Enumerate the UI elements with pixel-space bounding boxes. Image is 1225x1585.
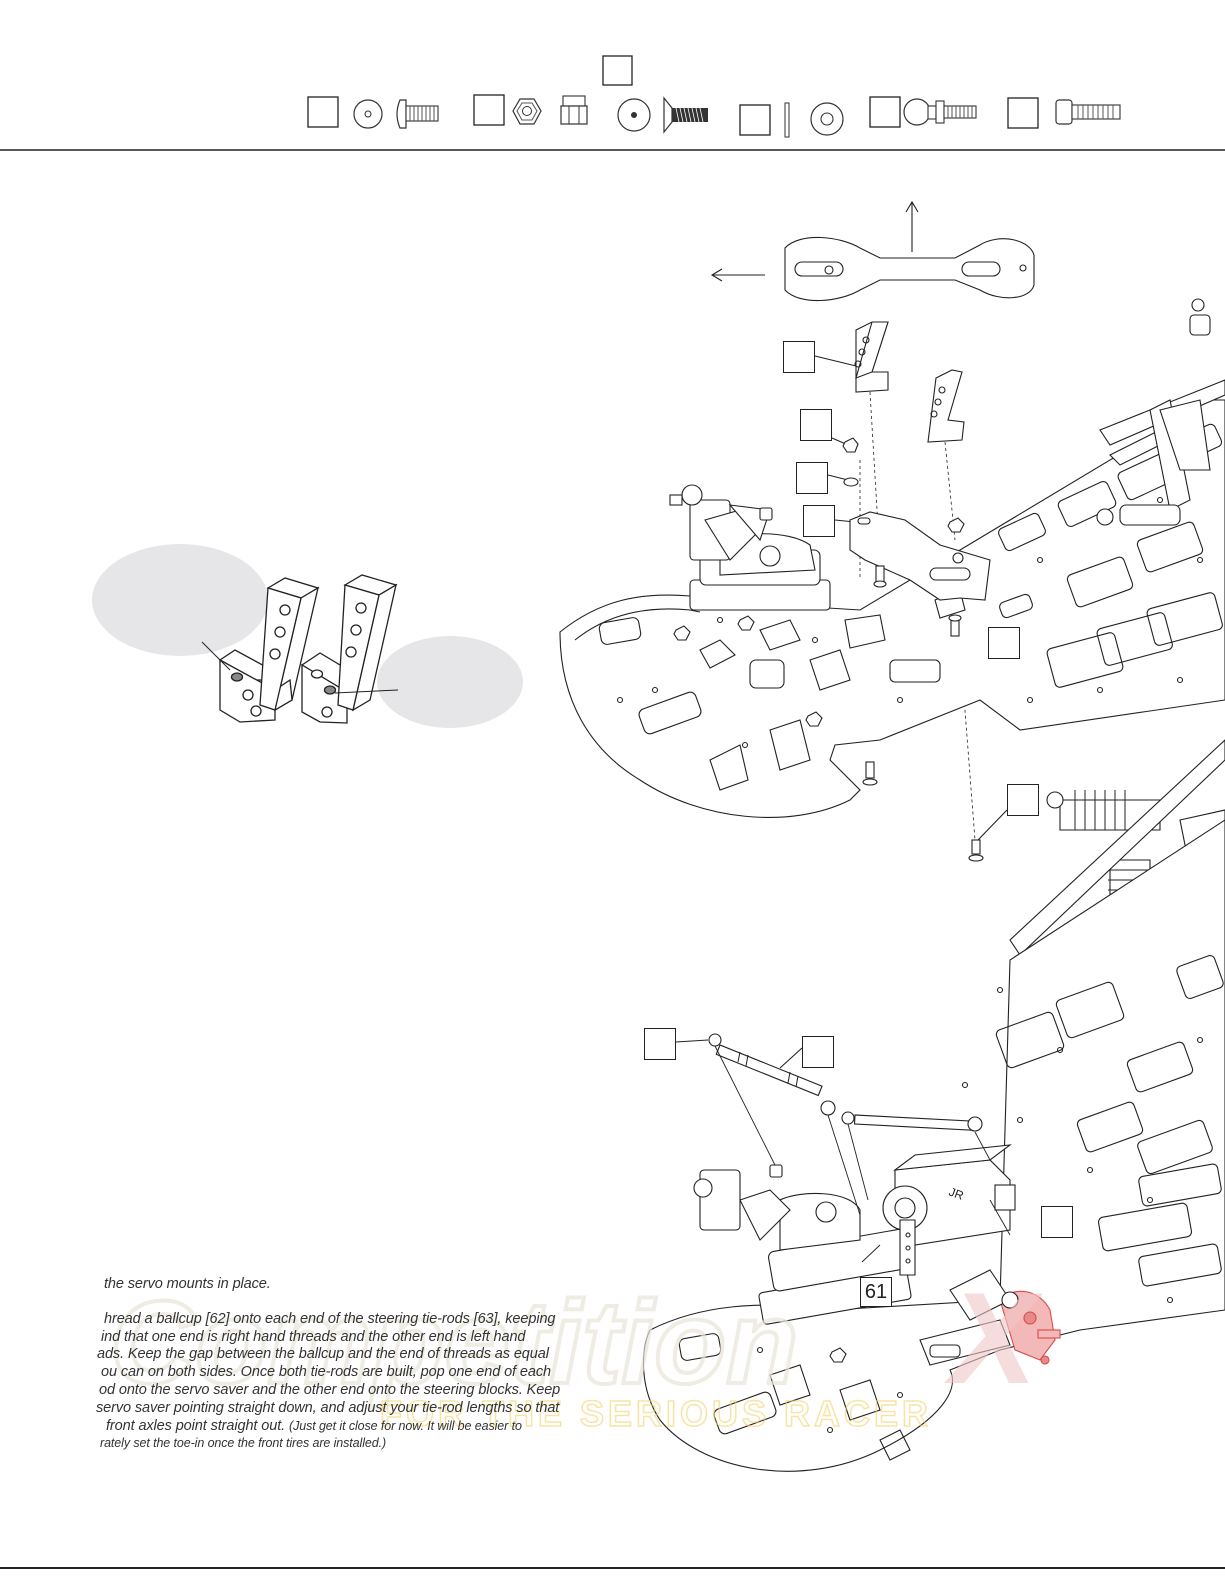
- right-suspension-upper: [1096, 298, 1225, 526]
- callout-box-washer: [796, 462, 828, 494]
- washer-icon: [353, 99, 383, 129]
- flange-nut-icon: [560, 95, 588, 125]
- button-head-screw-icon: [396, 99, 439, 129]
- washer-icon: [810, 102, 844, 136]
- detail-bubble-right: [377, 636, 523, 728]
- instruction-line: the servo mounts in place.: [104, 1276, 271, 1292]
- ball-stud-icon: [903, 98, 977, 126]
- arrow-up-icon: [905, 200, 919, 252]
- servo-mount-right: [927, 369, 965, 443]
- callout-box-tie-rod: [802, 1036, 834, 1068]
- servo-mount-left: [854, 321, 889, 393]
- callout-box-ball-stud: [1041, 1206, 1073, 1238]
- callout-box-ballcup: [644, 1028, 676, 1060]
- instruction-line-note: (Just get it close for now. It will be e…: [289, 1418, 522, 1433]
- detail-leader-left: [201, 641, 231, 671]
- instruction-text: the servo mounts in place. hread a ballc…: [96, 1276, 616, 1453]
- parts-bar-drawing: [0, 55, 1225, 151]
- right-front-suspension: [919, 1269, 1019, 1366]
- instruction-line: ou can on both sides. Once both tie-rods…: [101, 1364, 551, 1381]
- tie-rod-leaders: [714, 1045, 1011, 1263]
- instruction-line: rately set the toe-in once the front tir…: [100, 1436, 387, 1451]
- countersunk-screw-icon: [663, 96, 708, 134]
- servo-mount-detail-left: [218, 577, 320, 723]
- part-qty-box-3: [602, 55, 633, 86]
- callout-box-servo-mount: [783, 341, 815, 373]
- part-qty-box-1: [307, 96, 339, 128]
- part-qty-box-4: [739, 104, 771, 136]
- callout-box-screw: [988, 627, 1020, 659]
- part-qty-box-5: [869, 96, 901, 128]
- detail-leader-right: [334, 689, 399, 694]
- screw-icon: [842, 437, 984, 862]
- instruction-line-main: front axles point straight out.: [106, 1417, 286, 1434]
- svg-text:JR: JR: [947, 1185, 966, 1203]
- instruction-line: hread a ballcup [62] onto each end of th…: [104, 1310, 556, 1327]
- servo-mount-detail: [92, 544, 523, 728]
- callout-box-brace: [803, 505, 835, 537]
- part-qty-box-6: [1007, 97, 1039, 129]
- assembly-diagram: JR: [559, 200, 1225, 1472]
- washer-icon: [617, 98, 651, 132]
- callout-box-servo-saver: [860, 1277, 892, 1307]
- arrow-left-icon: [710, 268, 765, 282]
- part-qty-box-2: [473, 94, 505, 126]
- callout-box-nut: [800, 409, 832, 441]
- servo-saver-part-number: 61: [864, 1280, 888, 1303]
- cap-screw-icon: [1055, 99, 1121, 125]
- parts-bar: [0, 0, 1225, 152]
- instruction-line: ads. Keep the gap between the ballcup an…: [97, 1346, 549, 1363]
- chassis-lower-view: [642, 819, 1225, 1472]
- callout-box-countersunk: [1007, 784, 1039, 816]
- steering-tie-rod-lower: [841, 1111, 983, 1132]
- servo-mount-detail-right: [300, 574, 398, 724]
- instruction-line: ind that one end is right hand threads a…: [101, 1328, 526, 1345]
- instruction-line: od onto the servo saver and the other en…: [99, 1381, 561, 1398]
- instruction-line: servo saver pointing straight down, and …: [96, 1399, 560, 1416]
- steering-brace: [849, 511, 991, 601]
- hex-nut-icon: [512, 98, 542, 125]
- instruction-line: front axles point straight out. (Just ge…: [96, 1418, 616, 1436]
- front-bulkhead-upper: [669, 484, 831, 611]
- detail-bubble-left: [92, 544, 268, 656]
- footer-divider: [0, 1567, 1225, 1569]
- upper-deck-plate: [784, 236, 1035, 302]
- pin-icon: [784, 102, 790, 138]
- steering-tie-rod-upper: [708, 1033, 836, 1116]
